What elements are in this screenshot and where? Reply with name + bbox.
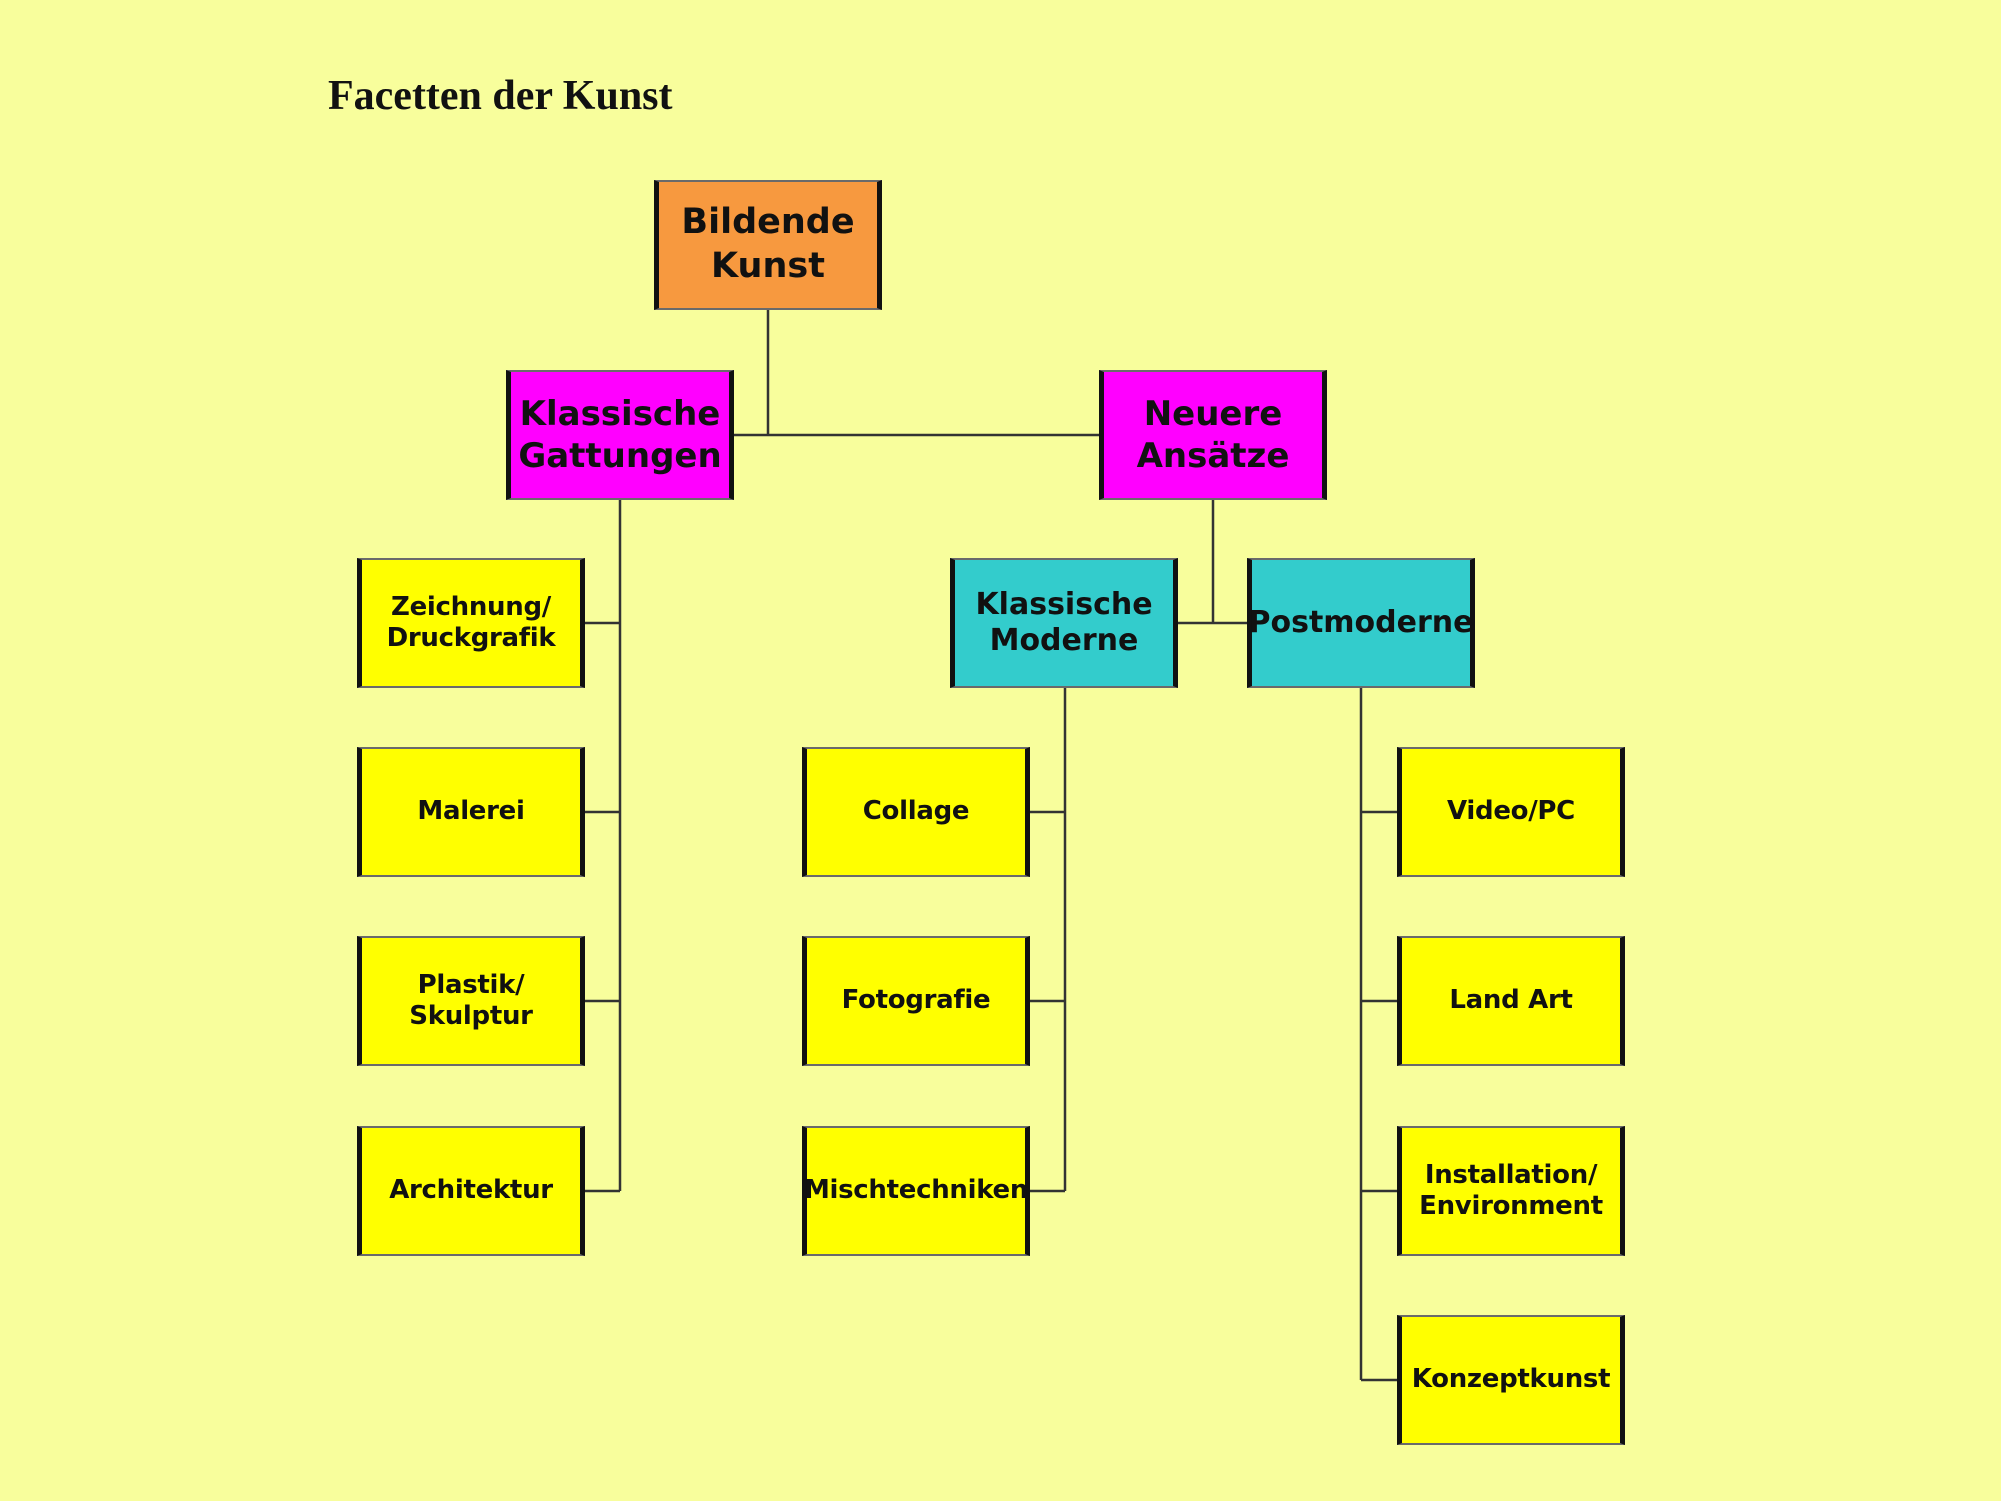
node-collage: Collage <box>802 747 1030 877</box>
node-video-pc: Video/PC <box>1397 747 1625 877</box>
page-title: Facetten der Kunst <box>328 73 673 119</box>
node-architektur: Architektur <box>357 1126 585 1256</box>
node-neuere-ansaetze: Neuere Ansätze <box>1099 370 1327 500</box>
node-zeichnung-druckgrafik: Zeichnung/ Druckgrafik <box>357 558 585 688</box>
node-land-art: Land Art <box>1397 936 1625 1066</box>
node-postmoderne: Postmoderne <box>1247 558 1475 688</box>
node-malerei: Malerei <box>357 747 585 877</box>
node-konzeptkunst: Konzeptkunst <box>1397 1315 1625 1445</box>
node-bildende-kunst: Bildende Kunst <box>654 180 882 310</box>
node-installation-environment: Installation/ Environment <box>1397 1126 1625 1256</box>
node-klassische-moderne: Klassische Moderne <box>950 558 1178 688</box>
node-fotografie: Fotografie <box>802 936 1030 1066</box>
node-plastik-skulptur: Plastik/ Skulptur <box>357 936 585 1066</box>
node-klassische-gattungen: Klassische Gattungen <box>506 370 734 500</box>
node-mischtechniken: Mischtechniken <box>802 1126 1030 1256</box>
